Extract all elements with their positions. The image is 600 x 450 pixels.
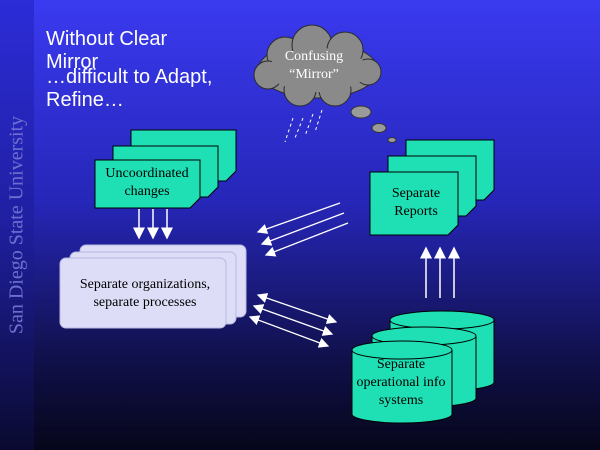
slide-subtitle: …difficult to Adapt, Refine… [46, 66, 213, 111]
reports-to-orgs-arrows [256, 202, 349, 257]
sidebar-banner: San Diego State University [0, 0, 34, 450]
systems-cylinder-stack [351, 310, 495, 424]
changes-card-stack [94, 129, 237, 209]
confusing-mirror-cloud [253, 24, 397, 143]
systems-label: Separate operational info systems [356, 357, 446, 408]
changes-to-orgs-arrows [133, 209, 173, 240]
rain-dashes [284, 109, 323, 143]
reports-label: Separate Reports [391, 186, 441, 219]
organizations-label: Separate organizations, separate process… [79, 277, 211, 310]
cloud-label: Confusing “Mirror” [284, 49, 344, 82]
organizations-card-stack [59, 244, 247, 329]
systems-to-reports-arrows [420, 246, 460, 298]
changes-label: Uncoordinated changes [105, 166, 189, 199]
slide-title: Without Clear Mirror [46, 28, 168, 73]
reports-card-stack [369, 139, 495, 236]
orgs-systems-double-arrows [248, 293, 338, 348]
